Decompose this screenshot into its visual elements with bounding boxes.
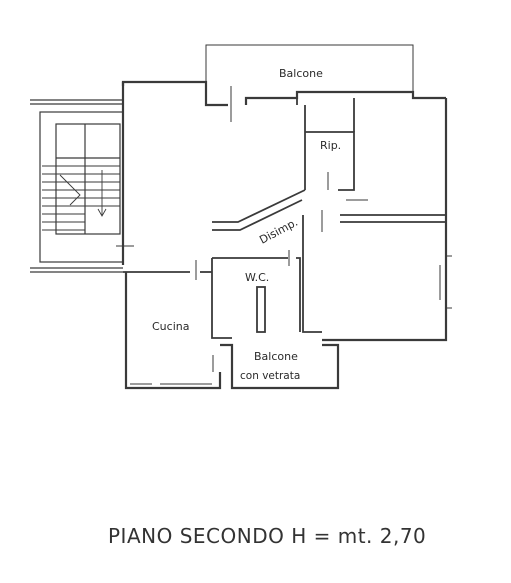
door-marks	[116, 86, 452, 385]
room-label-balcone-bottom: Balcone	[254, 350, 298, 363]
room-label-balcone-vetrata: con vetrata	[240, 370, 300, 382]
staircase	[30, 99, 124, 273]
floor-caption: PIANO SECONDO H = mt. 2,70	[108, 524, 427, 548]
top-balcony-outline	[205, 44, 414, 98]
inner-walls	[123, 98, 446, 339]
room-label-cucina: Cucina	[152, 320, 189, 333]
room-label-ripostiglio: Rip.	[320, 139, 341, 152]
room-label-wc: W.C.	[245, 271, 269, 284]
room-label-balcone-top: Balcone	[279, 67, 323, 80]
room-label-disimpegno: Disimp.	[257, 216, 300, 247]
